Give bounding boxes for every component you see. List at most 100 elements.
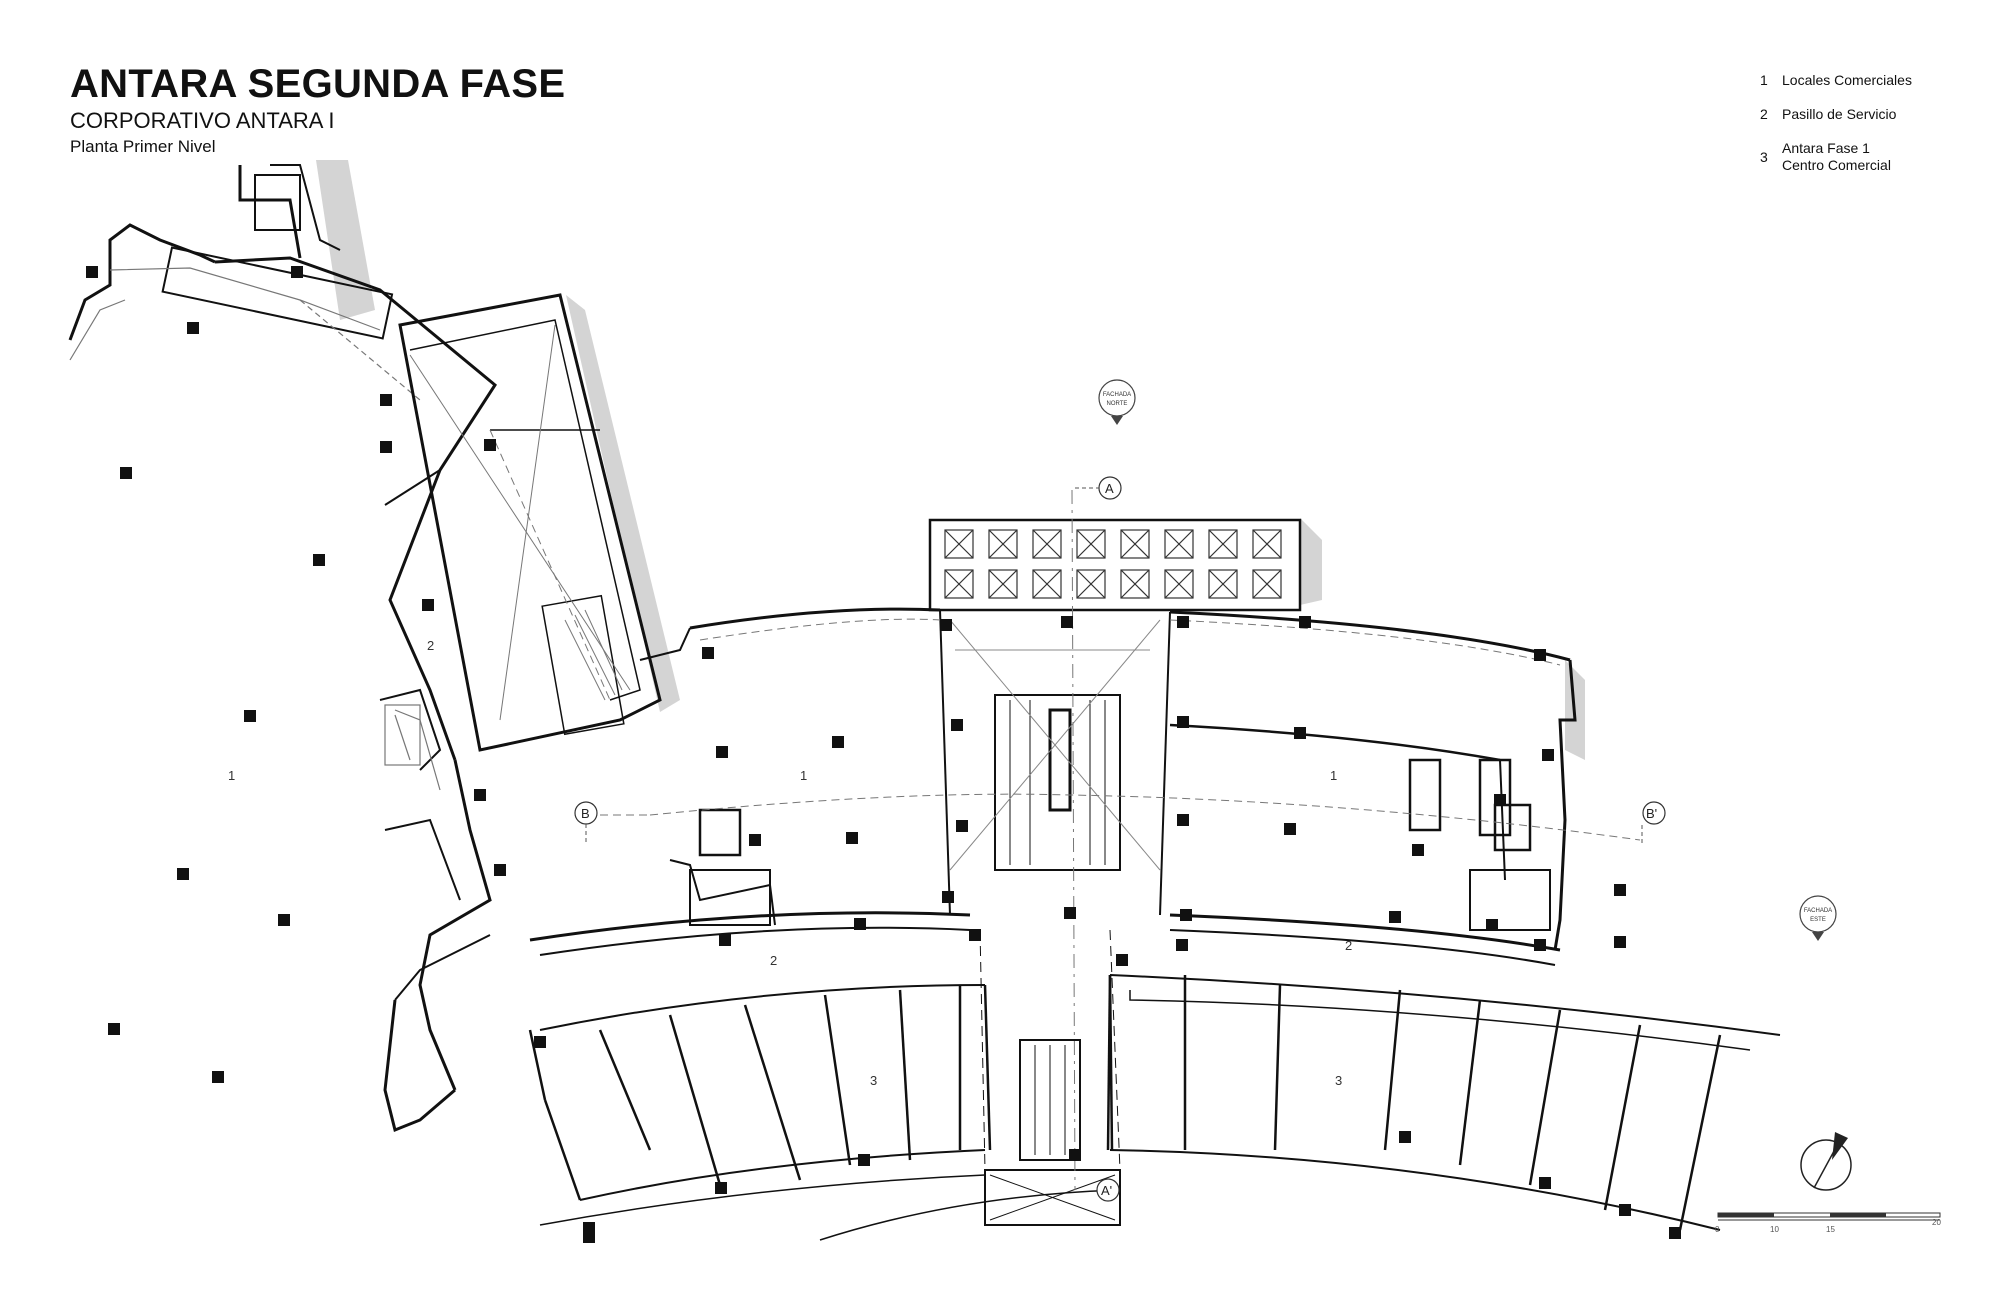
section-marker-a-bottom: A'	[1096, 1178, 1120, 1202]
column	[702, 647, 714, 659]
column	[177, 868, 189, 880]
column	[1299, 616, 1311, 628]
space-labels: 1 2 1 1 2 2 3 3	[228, 638, 1352, 1088]
section-marker-b-right: B'	[1641, 801, 1666, 843]
exhaust-cell	[1076, 529, 1106, 559]
column	[1061, 616, 1073, 628]
legend-label-block: Antara Fase 1 Centro Comercial	[1782, 140, 1952, 174]
legend-item-2: 2 Pasillo de Servicio	[1760, 106, 1952, 123]
section-label: B'	[1646, 806, 1657, 821]
column	[1486, 919, 1498, 931]
exhaust-cell	[1120, 529, 1150, 559]
column	[1542, 749, 1554, 761]
exhaust-cell	[1208, 529, 1238, 559]
column	[832, 736, 844, 748]
column	[1177, 814, 1189, 826]
column	[1412, 844, 1424, 856]
column	[422, 599, 434, 611]
column	[1669, 1227, 1681, 1239]
column	[956, 820, 968, 832]
legend-item-3: 3 Antara Fase 1 Centro Comercial	[1760, 140, 1952, 174]
column	[86, 266, 98, 278]
space-label-south-east-mall: 3	[1335, 1073, 1342, 1088]
scale-bar: 0 10 15 20	[1715, 1212, 1941, 1234]
scale-label: 20	[1932, 1218, 1941, 1227]
elevation-tag-east: FACHADA ESTE	[1799, 895, 1837, 941]
exhaust-cell	[1208, 569, 1238, 599]
exhaust-cell	[988, 529, 1018, 559]
column	[1614, 884, 1626, 896]
central-block	[529, 607, 1577, 966]
column	[187, 322, 199, 334]
column	[951, 719, 963, 731]
legend-item-1: 1 Locales Comerciales	[1760, 72, 1952, 89]
column	[1389, 911, 1401, 923]
elevation-tag-line2: ESTE	[1810, 917, 1826, 923]
north-arrow-icon	[1800, 1132, 1852, 1191]
exhaust-cell	[1164, 569, 1194, 599]
central-atrium	[994, 694, 1121, 871]
elevation-tag-line2: NORTE	[1107, 401, 1128, 407]
column	[719, 934, 731, 946]
page-subtitle: CORPORATIVO ANTARA I	[70, 108, 335, 133]
column	[1399, 1131, 1411, 1143]
legend-label-line2: Centro Comercial	[1782, 157, 1891, 173]
section-marker-b-left: B	[574, 801, 598, 845]
section-marker-a-top: A	[1075, 476, 1122, 500]
column	[1494, 794, 1506, 806]
west-building	[68, 164, 497, 1133]
column	[854, 918, 866, 930]
exhaust-grid	[928, 518, 1302, 612]
column	[1180, 909, 1192, 921]
column	[244, 710, 256, 722]
space-label-center-west-shops: 1	[800, 768, 807, 783]
column	[291, 266, 303, 278]
column	[278, 914, 290, 926]
south-mall	[528, 974, 1781, 1241]
space-label-south-west-mall: 3	[870, 1073, 877, 1088]
column	[1294, 727, 1306, 739]
column	[484, 439, 496, 451]
legend-label: Antara Fase 1	[1782, 140, 1870, 156]
column	[1614, 936, 1626, 948]
space-label-center-east-shops: 1	[1330, 768, 1337, 783]
column	[494, 864, 506, 876]
page-title: ANTARA SEGUNDA FASE	[70, 62, 566, 106]
title-block: ANTARA SEGUNDA FASE CORPORATIVO ANTARA I…	[70, 62, 565, 158]
exhaust-cell	[944, 529, 974, 559]
exhaust-cell	[944, 569, 974, 599]
exhaust-cell	[1252, 569, 1282, 599]
section-markers: A A' B B'	[574, 476, 1666, 1202]
exhaust-cell	[1032, 529, 1062, 559]
south-passage	[979, 929, 1121, 1226]
shadows	[316, 160, 1585, 760]
column	[969, 929, 981, 941]
west-building-details	[69, 267, 441, 791]
section-label: B	[581, 806, 590, 821]
legend-number: 2	[1760, 106, 1768, 122]
central-west-corridor	[669, 758, 1551, 931]
column	[716, 746, 728, 758]
elevation-tag-north: FACHADA NORTE	[1098, 379, 1136, 425]
column	[942, 891, 954, 903]
plan-caption: Planta Primer Nivel	[70, 137, 216, 156]
legend: 1 Locales Comerciales 2 Pasillo de Servi…	[1760, 72, 1952, 191]
column	[1534, 649, 1546, 661]
space-label-south-east-corridor: 2	[1345, 938, 1352, 953]
column	[1177, 616, 1189, 628]
column	[212, 1071, 224, 1083]
elevation-tag-line1: FACHADA	[1103, 392, 1131, 398]
legend-number: 3	[1760, 148, 1768, 165]
exhaust-cell	[1164, 529, 1194, 559]
column	[940, 619, 952, 631]
section-label: A'	[1101, 1183, 1112, 1198]
column	[1176, 939, 1188, 951]
exhaust-cell	[1252, 529, 1282, 559]
space-label-west-corridor: 2	[427, 638, 434, 653]
column	[120, 467, 132, 479]
column	[749, 834, 761, 846]
column	[380, 394, 392, 406]
column	[108, 1023, 120, 1035]
dashed-lines	[600, 489, 1641, 1191]
